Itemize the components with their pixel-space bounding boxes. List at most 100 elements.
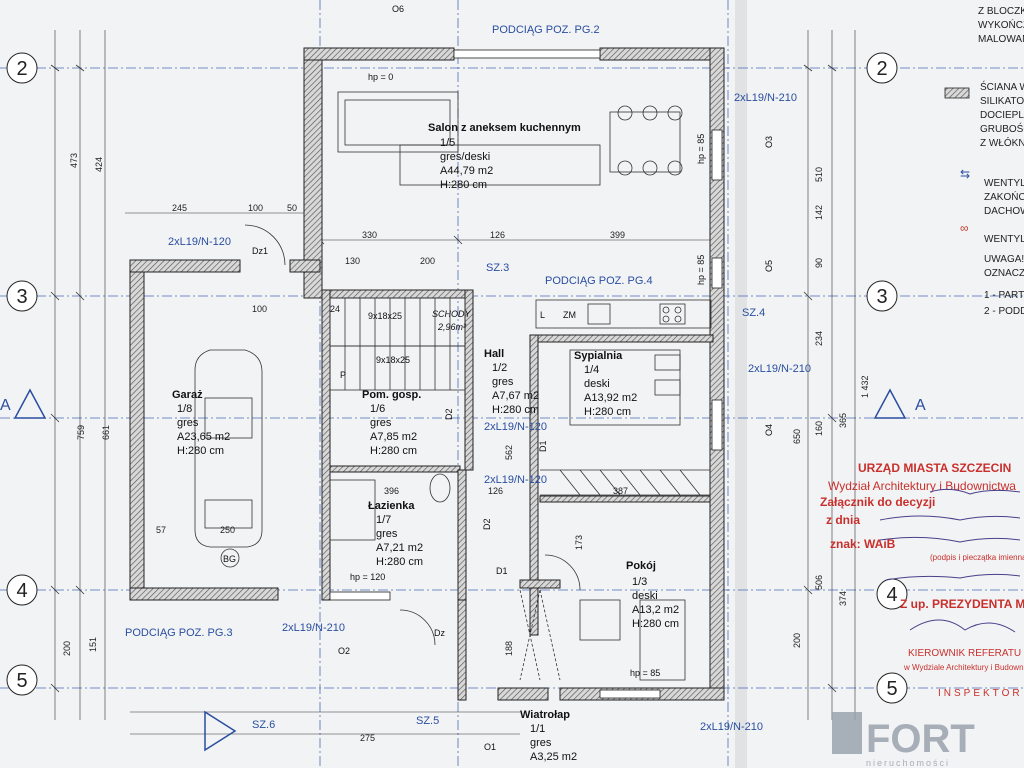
room-area: A7,85 m2 [370,431,417,443]
lintel-7: 2xL19/N-210 [700,721,763,733]
lintel-2: 2xL19/N-210 [734,92,797,104]
sz6: SZ.6 [252,719,275,731]
bg-label: BG [223,554,236,564]
dim-100a: 100 [248,203,263,213]
room-garaz: Garaż 1/8 gres A23,65 m2 H:280 cm [172,389,230,457]
podciag-pg2: PODCIĄG POZ. PG.2 [492,24,600,36]
page-fold-shadow [735,0,747,768]
door-d2b: D2 [482,518,492,530]
note-3: ŚCIANA WE [980,80,1024,93]
dim-1432: 1 432 [860,375,870,398]
room-number: 1/6 [370,403,385,415]
windows [329,49,723,699]
dim-126b: 126 [488,486,503,496]
section-marker-right: A [873,388,926,419]
stamp-line-7: Z up. PREZYDENTA MIASTA [900,597,1024,611]
note-11: WENTYLA [984,234,1024,245]
axis-3-left: 3 [16,286,27,308]
schody-label: SCHODY [432,309,472,319]
window-o4: O4 [764,424,774,436]
room-number: 1/4 [584,364,599,376]
dim-188: 188 [504,641,514,656]
stairs-1: 9x18x25 [368,311,402,321]
stamp-line-8: KIEROWNIK REFERATU [908,648,1021,659]
room-pom-gosp: Pom. gosp. 1/6 gres A7,85 m2 H:280 cm [362,389,421,457]
door-d1a: D1 [538,440,548,452]
axis-4-left: 4 [16,580,27,602]
watermark-sub: nieruchomości [866,758,950,768]
room-number: 1/8 [177,403,192,415]
lintel-5: 2xL19/N-120 [484,474,547,486]
dim-200: 200 [420,256,435,266]
door-d1b: D1 [496,566,508,576]
furniture [194,91,712,681]
dim-330: 330 [362,230,377,240]
room-finish: gres [370,417,392,429]
axis-2-right: 2 [876,58,887,80]
vent-icon-2: ∞ [960,221,969,235]
dim-661: 661 [101,425,111,440]
room-number: 1/1 [530,723,545,735]
axis-5-right: 5 [886,678,897,700]
room-area: A7,21 m2 [376,542,423,554]
axis-4-right: 4 [886,584,897,606]
room-finish: deski [584,378,610,390]
room-name: Łazienka [368,500,415,512]
watermark-logo: FORT nieruchomości [832,712,975,768]
stamp-line-2: Wydział Architektury i Budownictwa [828,479,1016,493]
beam-labels: PODCIĄG POZ. PG.2 PODCIĄG POZ. PG.4 PODC… [125,24,811,733]
dim-160: 160 [814,421,824,436]
watermark-brand: FORT [866,717,975,761]
room-name: Pokój [626,560,656,572]
dim-90: 90 [814,258,824,268]
legend-symbols: ⇆ ∞ [944,87,970,235]
room-number: 1/5 [440,137,455,149]
hp-85c: hp = 85 [630,668,660,678]
vent-icon: ⇆ [960,167,970,181]
dim-473: 473 [69,153,79,168]
note-13: OZNACZE [984,268,1024,279]
door-dz: Dz [434,628,445,638]
sz5: SZ.5 [416,715,439,727]
room-finish: gres [177,417,199,429]
dim-50: 50 [287,203,297,213]
axis-5-left: 5 [16,670,27,692]
zm-label: ZM [563,310,576,320]
door-d2a: D2 [444,408,454,420]
room-height: H:280 cm [584,406,631,418]
note-9: ZAKOŃCZ [984,190,1024,203]
dim-506: 506 [814,575,824,590]
room-area: A7,67 m2 [492,390,539,402]
window-o2: O2 [338,646,350,656]
room-hall: Hall 1/2 gres A7,67 m2 H:280 cm [484,348,539,416]
hp-85b: hp = 85 [696,255,706,285]
room-area: A23,65 m2 [177,431,230,443]
approval-stamp: URZĄD MIASTA SZCZECIN Wydział Architektu… [820,461,1024,699]
room-sypialnia: Sypialnia 1/4 deski A13,92 m2 H:280 cm [574,350,637,418]
room-finish: deski [632,590,658,602]
room-area: A44,79 m2 [440,165,493,177]
room-lazienka: Łazienka 1/7 gres A7,21 m2 H:280 cm [368,500,423,568]
window-o1: O1 [484,742,496,752]
dim-374: 374 [838,591,848,606]
side-notes: Z BLOCZK WYKOŃCZ MALOWAN ŚCIANA WE SILIK… [978,6,1024,317]
hp-120a: hp = 120 [350,572,385,582]
dim-151: 151 [88,637,98,652]
misc-labels: SCHODY 2,96m² 9x18x25 9x18x25 hp = 0 hp … [223,4,774,752]
dim-387: 387 [613,486,628,496]
dim-173: 173 [574,535,584,550]
dim-126a: 126 [490,230,505,240]
stamp-line-3: Załącznik do decyzji [820,495,935,509]
dim-759: 759 [76,425,86,440]
dim-650: 650 [792,429,802,444]
podciag-pg3: PODCIĄG POZ. PG.3 [125,627,233,639]
stamp-line-6: (podpis i pieczątka imienna) [930,553,1024,562]
note-15: 2 - PODD [984,306,1024,317]
section-marker-bottom [204,710,237,752]
lintel-3: 2xL19/N-210 [748,363,811,375]
room-area: A3,25 m2 [530,751,577,763]
lintel-6: 2xL19/N-210 [282,622,345,634]
handwriting [879,488,1021,633]
room-finish: gres [376,528,398,540]
